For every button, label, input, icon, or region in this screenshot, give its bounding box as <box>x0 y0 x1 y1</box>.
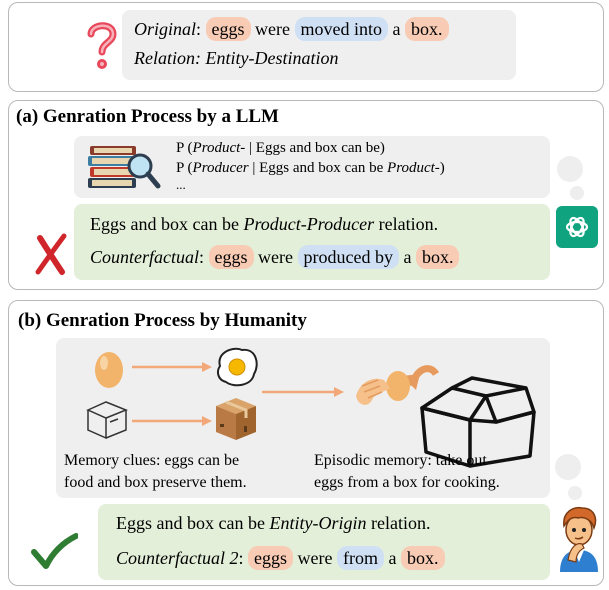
prob-line-1-pre: P ( <box>176 140 193 156</box>
word-eggs: eggs <box>205 17 251 41</box>
prob-line-2: P (Producer | Eggs and box can be Produc… <box>176 160 445 177</box>
word-a: a <box>392 19 401 39</box>
prob-ellipsis: ... <box>176 177 186 192</box>
prob-line-1-ital: Product- <box>192 140 246 156</box>
empty-box-icon <box>84 398 130 442</box>
original-sentence: Original: eggs were moved into a box. <box>134 17 449 41</box>
thought-bubble-small <box>570 186 584 200</box>
llm-statement-post: relation. <box>374 214 439 234</box>
probability-box <box>74 136 550 198</box>
panel-a-title: (a) Genration Process by a LLM <box>16 106 279 127</box>
chatgpt-icon <box>556 206 598 248</box>
human-cf-eggs: eggs <box>248 546 294 570</box>
prob-line-1: P (Product- | Eggs and box can be) <box>176 140 385 157</box>
human-cf-from: from <box>337 546 384 570</box>
llm-statement-relation: Product-Producer <box>243 214 375 234</box>
thought-bubble-large <box>557 156 583 182</box>
hand-egg-icon <box>350 356 440 414</box>
human-cf-a: a <box>388 548 397 568</box>
llm-counterfactual: Counterfactual: eggs were produced by a … <box>90 245 460 269</box>
question-icon <box>84 18 120 74</box>
books-magnifier-icon <box>86 140 162 194</box>
panel-b-title: (b) Genration Process by Humanity <box>18 310 307 331</box>
llm-cf-were: were <box>258 247 293 267</box>
episodic-line2: eggs from a box for cooking. <box>314 474 500 491</box>
llm-statement-pre: Eggs and box can be <box>90 214 244 234</box>
arrow-to-episodic <box>262 385 344 399</box>
llm-statement: Eggs and box can be Product-Producer rel… <box>90 214 438 235</box>
prob-line-1-post: | Eggs and box can be) <box>245 140 385 156</box>
arrow-box-to-package <box>132 414 212 428</box>
prob-line-2-ital: Producer <box>192 160 249 176</box>
llm-cf-a: a <box>403 247 412 267</box>
open-box-icon <box>412 374 538 470</box>
egg-icon <box>92 346 126 390</box>
human-statement-post: relation. <box>366 513 431 533</box>
package-box-icon <box>212 394 260 444</box>
check-icon <box>30 532 79 572</box>
word-were: were <box>255 19 291 39</box>
prob-line-2-post: ) <box>439 160 445 176</box>
thinking-person-icon <box>554 504 604 574</box>
arrow-egg-to-food <box>132 360 212 374</box>
human-statement: Eggs and box can be Entity-Origin relati… <box>116 513 430 534</box>
llm-cf-produced-by: produced by <box>297 245 399 269</box>
human-cf-box: box. <box>401 546 445 570</box>
thought-bubble-small-b <box>568 486 582 500</box>
llm-cf-box: box. <box>415 245 460 269</box>
prob-line-2-mid: | Eggs and box can be <box>248 160 388 176</box>
human-cf-label: Counterfactual 2 <box>116 548 239 568</box>
human-cf-were: were <box>297 548 333 568</box>
word-moved-into: moved into <box>294 17 389 41</box>
relation-label: Relation: Entity-Destination <box>134 48 339 68</box>
cross-icon <box>32 232 72 276</box>
llm-cf-eggs: eggs <box>208 245 254 269</box>
episodic-line1: Episodic memory: take out <box>314 452 487 469</box>
human-counterfactual: Counterfactual 2: eggs were from a box. <box>116 546 445 570</box>
original-label: Original <box>134 19 197 39</box>
memory-clues-line1: Memory clues: eggs can be <box>64 452 240 469</box>
thought-bubble-large-b <box>555 454 581 480</box>
word-box: box. <box>405 17 449 41</box>
human-statement-pre: Eggs and box can be <box>116 513 270 533</box>
fried-egg-icon <box>212 344 262 390</box>
human-output-box <box>98 504 550 580</box>
prob-line-2-ital2: Product- <box>387 160 440 176</box>
prob-line-2-pre: P ( <box>176 160 193 176</box>
memory-clues-line2: food and box preserve them. <box>64 474 247 491</box>
human-statement-relation: Entity-Origin <box>269 513 367 533</box>
llm-cf-label: Counterfactual <box>90 247 199 267</box>
